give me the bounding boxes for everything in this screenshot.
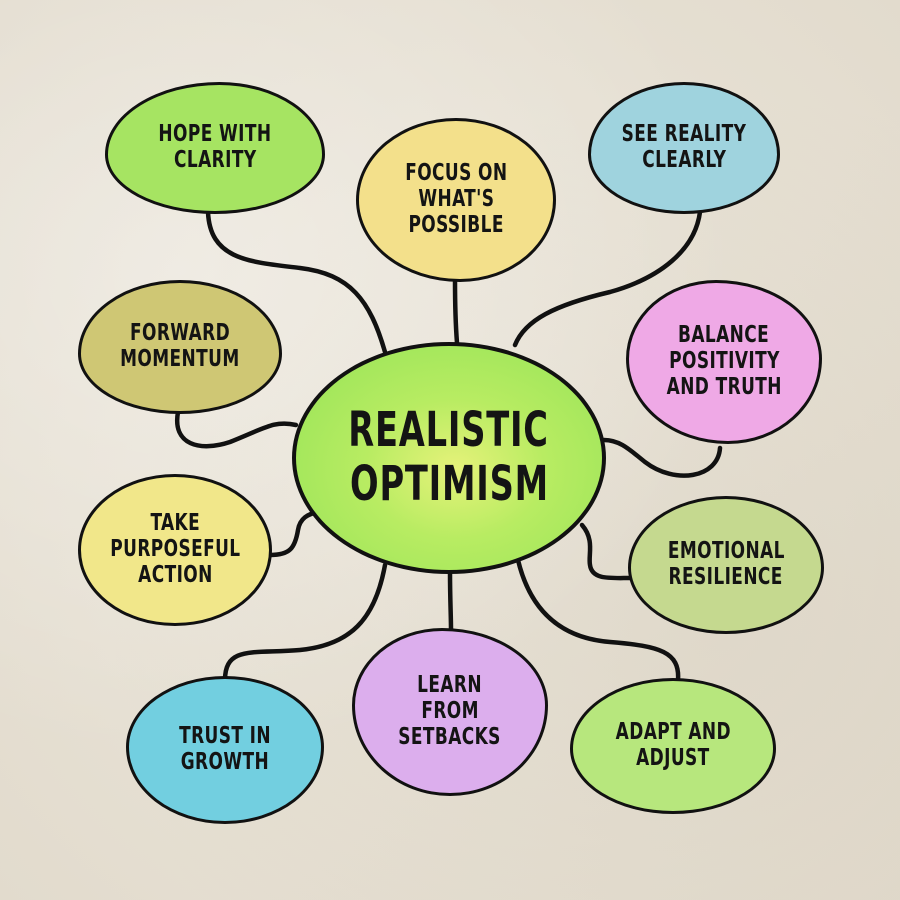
node-text-line: CLEARLY [641, 147, 727, 173]
node-trust-in-growth: TRUST IN GROWTH [126, 676, 324, 824]
node-learn-from-setbacks: LEARN FROM SETBACKS [352, 628, 548, 796]
node-text-line: FORWARD [129, 320, 231, 347]
node-text-line: ADAPT AND [615, 719, 731, 746]
center-text-line: OPTIMISM [349, 456, 549, 512]
node-text-line: WHAT'S [417, 186, 495, 213]
node-text-line: SETBACKS [398, 723, 502, 750]
center-text-line: REALISTIC [348, 402, 550, 459]
connector-adapt-and-adjust [515, 557, 681, 683]
node-text-line: RESILIENCE [668, 564, 784, 590]
node-text-line: PURPOSEFUL [109, 536, 241, 563]
connector-hope-with-clarity [205, 209, 388, 355]
connector-take-purposeful-action [267, 509, 321, 558]
node-text-line: FROM [421, 698, 479, 725]
node-text-line: BALANCE [678, 322, 770, 349]
node-text-line: ACTION [137, 561, 213, 588]
connector-trust-in-growth [222, 562, 388, 683]
node-text-line: FOCUS ON [404, 160, 508, 187]
node-text-line: TRUST IN [179, 723, 271, 750]
node-text-line: ADJUST [636, 745, 710, 771]
node-text-line: MOMENTUM [120, 346, 240, 372]
connector-forward-momentum [174, 409, 299, 449]
node-take-purposeful-action: TAKE PURPOSEFUL ACTION [78, 474, 272, 626]
node-text-line: LEARN [417, 672, 483, 699]
node-text-line: EMOTIONAL [667, 538, 785, 565]
connector-emotional-resilience [579, 522, 633, 581]
node-text-line: HOPE WITH [158, 121, 272, 148]
node-focus-on-whats-possible: FOCUS ON WHAT'S POSSIBLE [356, 118, 556, 282]
connector-focus-on-whats-possible [452, 277, 460, 346]
node-text-line: AND TRUTH [666, 373, 782, 400]
node-adapt-and-adjust: ADAPT AND ADJUST [570, 678, 776, 814]
connector-learn-from-setbacks [447, 569, 454, 633]
node-text-line: SEE REALITY [621, 121, 747, 148]
node-text-line: GROWTH [180, 749, 270, 775]
node-text-line: POSSIBLE [408, 211, 504, 238]
node-text-line: POSITIVITY [668, 348, 780, 375]
node-text-line: CLARITY [173, 147, 257, 173]
center-node-realistic-optimism: REALISTIC OPTIMISM [292, 342, 606, 574]
node-emotional-resilience: EMOTIONAL RESILIENCE [628, 496, 824, 634]
node-text-line: TAKE [150, 510, 200, 537]
node-hope-with-clarity: HOPE WITH CLARITY [105, 82, 325, 214]
node-balance-positivity-and-truth: BALANCE POSITIVITY AND TRUTH [626, 280, 822, 444]
connector-balance-positivity-and-truth [601, 437, 723, 478]
node-see-reality-clearly: SEE REALITY CLEARLY [588, 82, 780, 214]
node-forward-momentum: FORWARD MOMENTUM [78, 280, 282, 414]
connector-see-reality-clearly [512, 209, 703, 348]
